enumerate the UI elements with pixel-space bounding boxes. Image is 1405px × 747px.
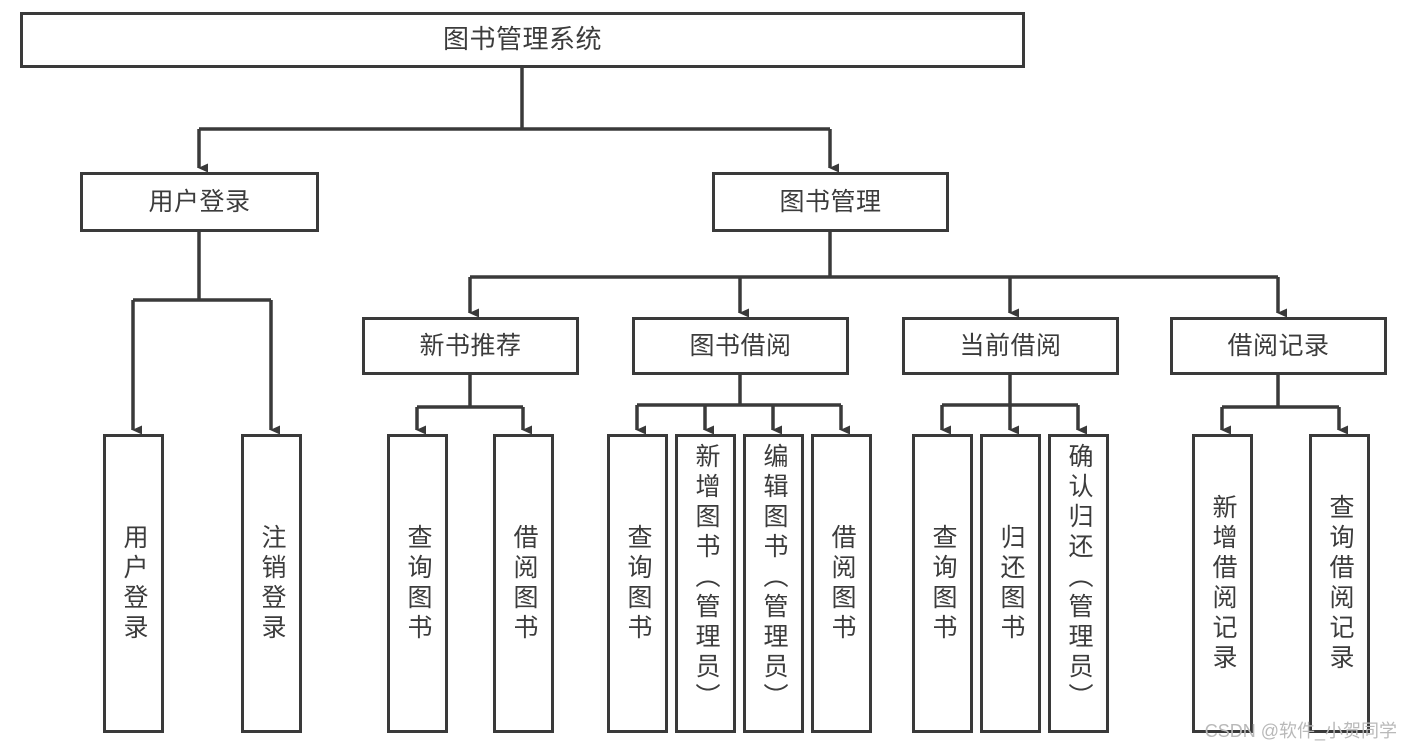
leaf-new-book-query[interactable]: 查询图书 xyxy=(387,434,448,733)
node-label: 归还图书 xyxy=(997,523,1025,644)
node-label: 图书管理系统 xyxy=(442,24,602,55)
leaf-user-login-logout[interactable]: 注销登录 xyxy=(241,434,302,733)
node-label: 借阅图书 xyxy=(510,523,538,644)
node-label: 确认归还（管理员） xyxy=(1065,443,1093,713)
leaf-user-login-login[interactable]: 用户登录 xyxy=(103,434,164,733)
node-new-book-recommend[interactable]: 新书推荐 xyxy=(362,317,579,375)
node-label: 注销登录 xyxy=(258,523,286,644)
node-label: 借阅记录 xyxy=(1227,331,1330,360)
leaf-book-borrow-edit[interactable]: 编辑图书（管理员） xyxy=(743,434,804,733)
node-user-login[interactable]: 用户登录 xyxy=(80,172,319,232)
node-label: 新书推荐 xyxy=(419,331,522,360)
node-borrow-record[interactable]: 借阅记录 xyxy=(1170,317,1387,375)
node-label: 新增图书（管理员） xyxy=(692,443,720,713)
node-label: 查询借阅记录 xyxy=(1326,493,1354,674)
node-label: 查询图书 xyxy=(404,523,432,644)
leaf-current-borrow-confirm-return[interactable]: 确认归还（管理员） xyxy=(1048,434,1109,733)
node-label: 图书管理 xyxy=(779,187,882,216)
node-label: 查询图书 xyxy=(929,523,957,644)
leaf-current-borrow-return[interactable]: 归还图书 xyxy=(980,434,1041,733)
node-label: 新增借阅记录 xyxy=(1209,493,1237,674)
leaf-new-book-borrow[interactable]: 借阅图书 xyxy=(493,434,554,733)
leaf-borrow-record-add[interactable]: 新增借阅记录 xyxy=(1192,434,1253,733)
leaf-current-borrow-query[interactable]: 查询图书 xyxy=(912,434,973,733)
node-label: 图书借阅 xyxy=(689,331,792,360)
node-label: 查询图书 xyxy=(624,523,652,644)
leaf-book-borrow-add[interactable]: 新增图书（管理员） xyxy=(675,434,736,733)
node-label: 用户登录 xyxy=(120,523,148,644)
node-book-management[interactable]: 图书管理 xyxy=(712,172,949,232)
node-label: 当前借阅 xyxy=(959,331,1062,360)
leaf-book-borrow-borrow[interactable]: 借阅图书 xyxy=(811,434,872,733)
node-root-system[interactable]: 图书管理系统 xyxy=(20,12,1025,68)
node-label: 借阅图书 xyxy=(828,523,856,644)
leaf-borrow-record-query[interactable]: 查询借阅记录 xyxy=(1309,434,1370,733)
watermark: CSDN @软件_小贺同学 xyxy=(1204,721,1397,741)
node-book-borrow[interactable]: 图书借阅 xyxy=(632,317,849,375)
node-current-borrow[interactable]: 当前借阅 xyxy=(902,317,1119,375)
node-label: 编辑图书（管理员） xyxy=(760,443,788,713)
leaf-book-borrow-query[interactable]: 查询图书 xyxy=(607,434,668,733)
node-label: 用户登录 xyxy=(148,187,251,216)
